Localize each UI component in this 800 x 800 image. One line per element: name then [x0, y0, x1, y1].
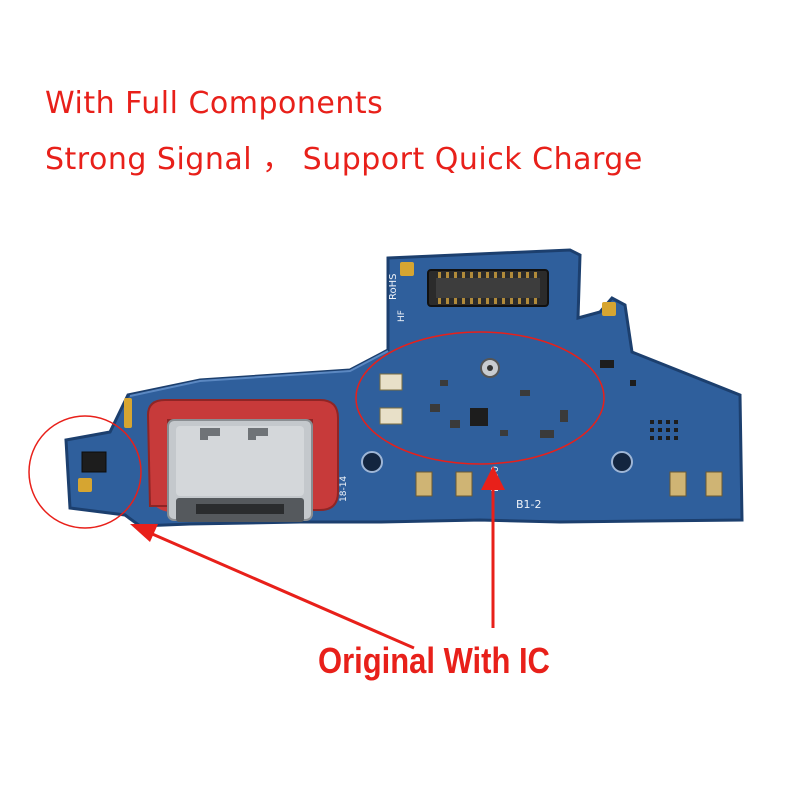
right-components: [600, 360, 678, 440]
silkscreen-rohs: RoHS: [388, 274, 399, 300]
central-components: [379, 358, 568, 438]
silkscreen-date-code: 18-14: [339, 476, 349, 502]
callout-label: Original With IC: [318, 640, 550, 681]
gold-pads: [78, 262, 616, 492]
arrow-to-center-ic: [481, 466, 505, 628]
headline-line-1: With Full Components: [45, 86, 384, 121]
arrow-to-left-ic: [130, 524, 415, 650]
highlight-circle-center: [355, 331, 605, 465]
board-connector: [427, 269, 549, 307]
silkscreen-hf: HF: [397, 310, 407, 322]
silkscreen-board-rev: B1-2: [516, 498, 542, 511]
mounting-holes: [361, 451, 633, 473]
headline-line-2: Strong Signal ， Support Quick Charge: [45, 142, 643, 177]
contact-pads: [415, 471, 723, 497]
highlight-circle-left: [28, 415, 142, 529]
ic-chip-left: [81, 451, 107, 473]
usb-c-port: [146, 399, 339, 522]
